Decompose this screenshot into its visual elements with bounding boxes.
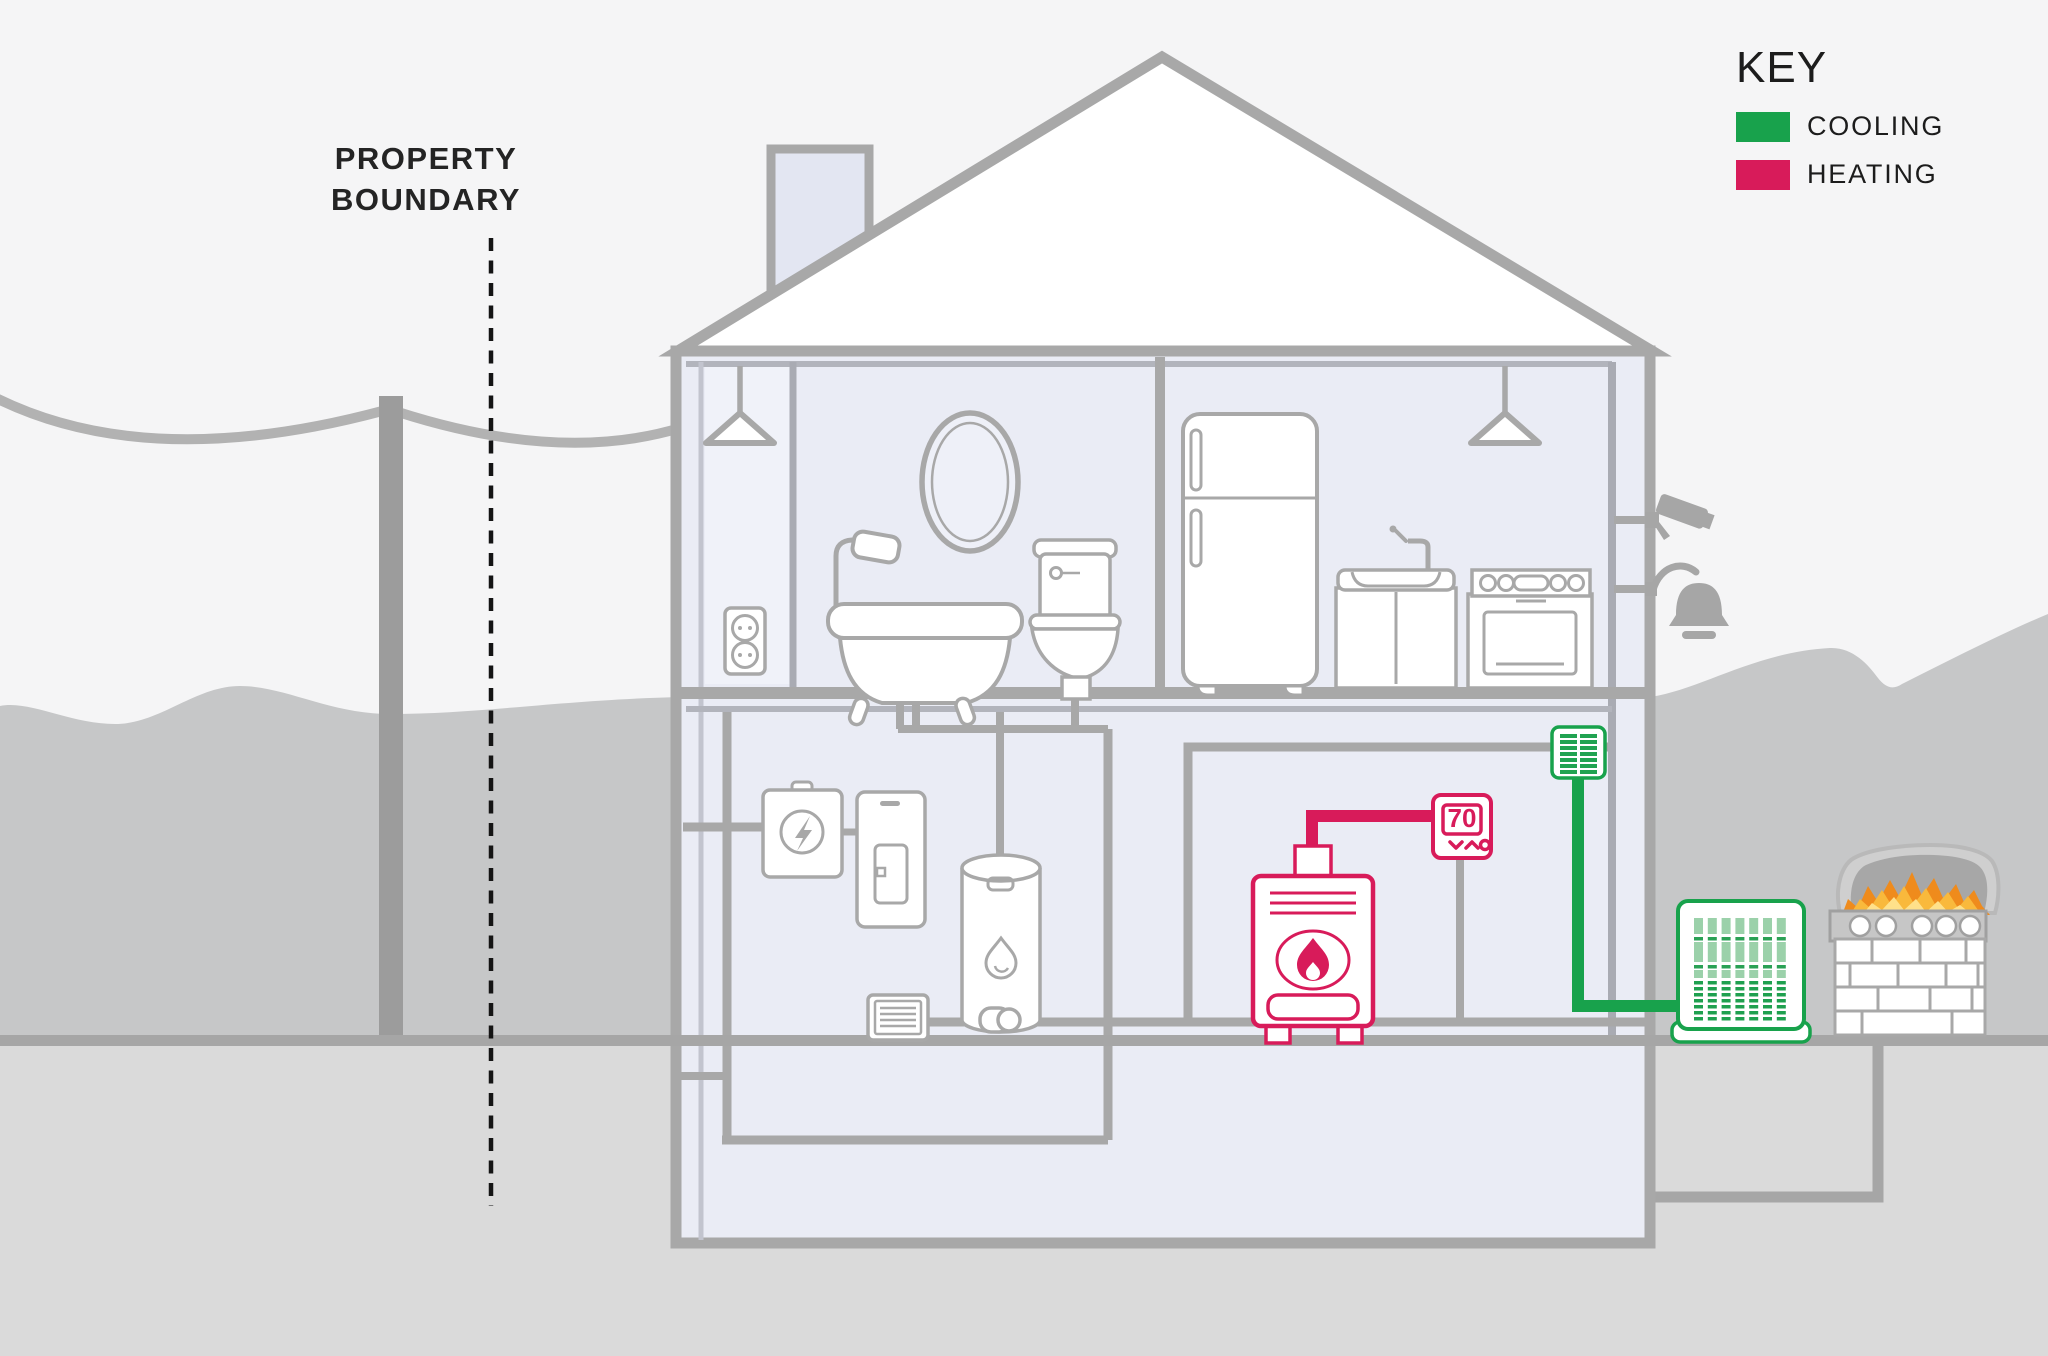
brick-base [1833, 937, 1987, 1037]
heating-pipe [1306, 810, 1433, 852]
flame-icon [1297, 938, 1329, 981]
legend-item-cooling: COOLING [1736, 111, 1944, 142]
alarm-bell [1645, 562, 1729, 639]
shower-faucet [833, 529, 902, 608]
bathroom [703, 366, 1122, 727]
stove-oven [1466, 568, 1594, 690]
lightning-bolt-icon [795, 816, 812, 851]
legend: KEY COOLING HEATING [1736, 42, 1944, 190]
oval-mirror [919, 410, 1021, 554]
power-pole [379, 396, 403, 1042]
cooling-swatch [1736, 111, 1790, 142]
property-boundary-line2: BOUNDARY [331, 182, 521, 217]
wall-outlet [723, 606, 767, 676]
exterior-devices [1645, 494, 2001, 1037]
grill-control-panel [1828, 909, 1988, 943]
sink-cabinet [1334, 568, 1458, 690]
air-return-grate [866, 993, 930, 1042]
thermostat-temperature: 70 [1447, 803, 1477, 833]
pendant-light [703, 366, 777, 446]
water-heater [960, 853, 1042, 1034]
cooling-label: COOLING [1807, 111, 1945, 141]
ac-condenser-unit [1670, 899, 1812, 1044]
cooling-system [1550, 725, 1812, 1044]
breaker-panel [855, 790, 927, 929]
pendant-light [1468, 366, 1542, 446]
wall-thermostat [1431, 793, 1493, 860]
gas-grill [1828, 842, 2001, 1037]
heating-label: HEATING [1807, 159, 1938, 189]
security-camera [1645, 494, 1715, 540]
chevron-up-icon [1464, 840, 1480, 850]
power-lines [0, 394, 682, 448]
legend-title: KEY [1736, 43, 1828, 92]
furnace-room-duct [1183, 742, 1608, 1024]
chevron-down-icon [1448, 840, 1464, 850]
property-boundary-line1: PROPERTY [334, 141, 518, 176]
power-dot-icon [1478, 838, 1492, 852]
kitchen [1181, 366, 1594, 697]
bathtub [826, 602, 1024, 727]
refrigerator [1181, 412, 1319, 697]
cooling-vent [1550, 725, 1607, 780]
kitchen-faucet [1389, 525, 1431, 570]
flame-icon [984, 935, 1018, 980]
heating-swatch [1736, 159, 1790, 190]
toilet [1028, 538, 1122, 701]
property-boundary-label: PROPERTY BOUNDARY [290, 138, 562, 220]
furnace [1250, 844, 1376, 1045]
underground-gas-line [1612, 1032, 1884, 1203]
heating-system [1250, 793, 1493, 1045]
legend-item-heating: HEATING [1736, 159, 1944, 190]
ground-line [0, 1035, 2048, 1046]
basement [761, 780, 1042, 1042]
cooling-pipe [1572, 778, 1684, 1012]
